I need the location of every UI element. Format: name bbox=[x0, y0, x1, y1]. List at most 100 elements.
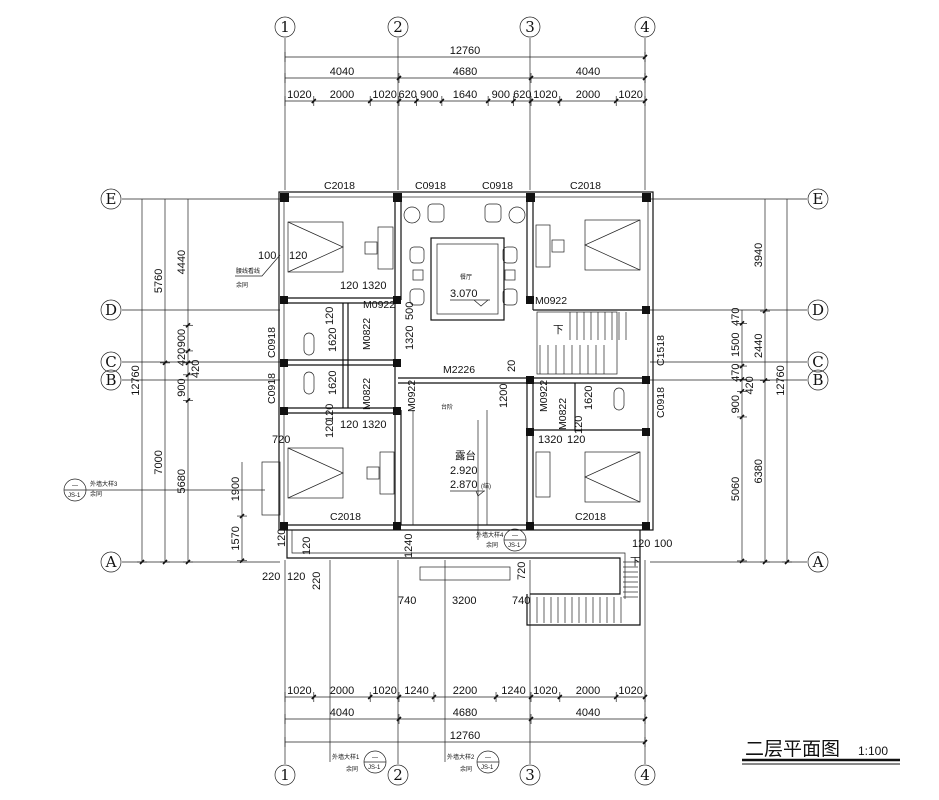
dim-left-planter: 1570 bbox=[230, 526, 242, 550]
dim-top-sub: 900 bbox=[492, 89, 510, 101]
callout-note: 余同 bbox=[90, 490, 102, 498]
inner-dimension: 120 bbox=[289, 250, 307, 262]
level-mark: 2.870 bbox=[450, 479, 478, 491]
dim-bottom-sub: 1020 bbox=[533, 685, 557, 697]
inner-dimension: 120 bbox=[324, 404, 336, 422]
axis-label: E bbox=[813, 190, 824, 208]
axis-bubble bbox=[100, 188, 122, 210]
dim-top-sub: 1020 bbox=[287, 89, 311, 101]
callout-label: 外墙大样1 bbox=[332, 753, 360, 761]
dim-left-sub: 4440 bbox=[176, 250, 188, 274]
dim-right-main: 3940 bbox=[753, 243, 765, 267]
callout-note: 余同 bbox=[236, 281, 248, 289]
dim-top-main: 4680 bbox=[453, 66, 477, 78]
callout-label: 外墙大样4 bbox=[476, 531, 504, 539]
dim-right-total: 12760 bbox=[775, 365, 787, 396]
door-label: M0922 bbox=[363, 299, 395, 311]
inner-dimension: 120 bbox=[324, 307, 336, 325]
inner-dimension: 100 bbox=[258, 250, 276, 262]
dim-left-sub: 900 bbox=[176, 329, 188, 347]
dim-right-sub: 470 bbox=[730, 364, 742, 382]
door-label: M0922 bbox=[535, 295, 567, 307]
axis-label: 3 bbox=[525, 18, 535, 36]
dim-right-sub: 1500 bbox=[730, 332, 742, 356]
axis-bubble bbox=[807, 299, 829, 321]
dim-left-sub: 900 bbox=[176, 378, 188, 396]
inner-dimension: 1320 bbox=[362, 419, 386, 431]
down-label: 下 bbox=[553, 324, 564, 336]
inner-dimension: 20 bbox=[506, 360, 518, 372]
axis-label: C bbox=[105, 353, 116, 371]
axis-label: 3 bbox=[525, 766, 535, 784]
axis-label: 2 bbox=[393, 766, 403, 784]
window-label: C2018 bbox=[330, 511, 361, 523]
dim-top-sub: 620 bbox=[399, 89, 417, 101]
door-labels: M0922 M0922 M0822 M0822 M2226 M0922 M092… bbox=[361, 295, 569, 430]
dim-left-sub: 420 bbox=[176, 348, 188, 366]
dim-top-sub: 620 bbox=[513, 89, 531, 101]
inner-dimension: 720 bbox=[272, 434, 290, 446]
inner-dimension: 100 bbox=[654, 538, 672, 550]
door-label: M0822 bbox=[557, 398, 569, 430]
axis-bubble bbox=[807, 369, 829, 391]
callout-note: 余同 bbox=[460, 765, 472, 773]
axis-bubble bbox=[100, 351, 122, 373]
inner-dimension: 1320 bbox=[538, 434, 562, 446]
title-text: 二层平面图 bbox=[745, 738, 840, 760]
title-scale: 1:100 bbox=[858, 744, 888, 758]
callout-bottom: JS-1 bbox=[68, 493, 81, 499]
callout-bottom: JS-1 bbox=[368, 765, 381, 771]
axis-bubble bbox=[274, 764, 296, 786]
inner-dimension: 1200 bbox=[498, 384, 510, 408]
inner-dimension: 120 bbox=[632, 538, 650, 550]
dim-left-total: 12760 bbox=[130, 365, 142, 396]
axis-label: A bbox=[105, 553, 117, 571]
dim-left-planter: 1900 bbox=[230, 477, 242, 501]
dim-right-main: 6380 bbox=[753, 459, 765, 483]
window-label: C0918 bbox=[266, 327, 278, 358]
inner-dimension: 740 bbox=[512, 595, 530, 607]
axis-label: D bbox=[105, 301, 117, 319]
axis-bubble bbox=[387, 764, 409, 786]
inner-dimension: 120 bbox=[573, 416, 585, 434]
level-mark: 2.920 bbox=[450, 465, 478, 477]
window-label: C1518 bbox=[655, 335, 667, 366]
dim-top-sub: 2000 bbox=[330, 89, 354, 101]
dim-top-sub: 2000 bbox=[576, 89, 600, 101]
dim-top-main: 4040 bbox=[576, 66, 600, 78]
door-label: M0822 bbox=[361, 378, 373, 410]
door-label: M0922 bbox=[538, 380, 550, 412]
dim-top-sub: 1020 bbox=[372, 89, 396, 101]
callout-label: 外墙大样2 bbox=[447, 753, 475, 761]
dim-bottom-main: 4040 bbox=[330, 707, 354, 719]
dim-bottom-main: 4040 bbox=[576, 707, 600, 719]
dim-left-sub: 5680 bbox=[176, 469, 188, 493]
room-name-dining: 餐厅 bbox=[460, 273, 472, 281]
inner-dimension: 120 bbox=[567, 434, 585, 446]
dim-bottom-sub: 1020 bbox=[618, 685, 642, 697]
axis-bubble bbox=[519, 764, 541, 786]
axis-bubble bbox=[807, 188, 829, 210]
axis-bubble bbox=[387, 16, 409, 38]
inner-dimension: 120 bbox=[276, 529, 288, 547]
axis-label: A bbox=[812, 553, 824, 571]
dim-bottom-main: 4680 bbox=[453, 707, 477, 719]
building-walls bbox=[278, 191, 654, 531]
callout-top: — bbox=[512, 533, 518, 539]
axis-label: C bbox=[812, 353, 823, 371]
inner-dimension: 120 bbox=[324, 420, 336, 438]
axis-bubble bbox=[274, 16, 296, 38]
window-label: C0918 bbox=[655, 387, 667, 418]
axis-label: D bbox=[812, 301, 824, 319]
inner-dimension: 1620 bbox=[327, 371, 339, 395]
dim-bottom-sub: 1240 bbox=[501, 685, 525, 697]
axis-bubble bbox=[807, 551, 829, 573]
door-label: M0922 bbox=[406, 380, 418, 412]
dim-top-total: 12760 bbox=[450, 45, 481, 57]
level-note: (结) bbox=[481, 482, 491, 490]
